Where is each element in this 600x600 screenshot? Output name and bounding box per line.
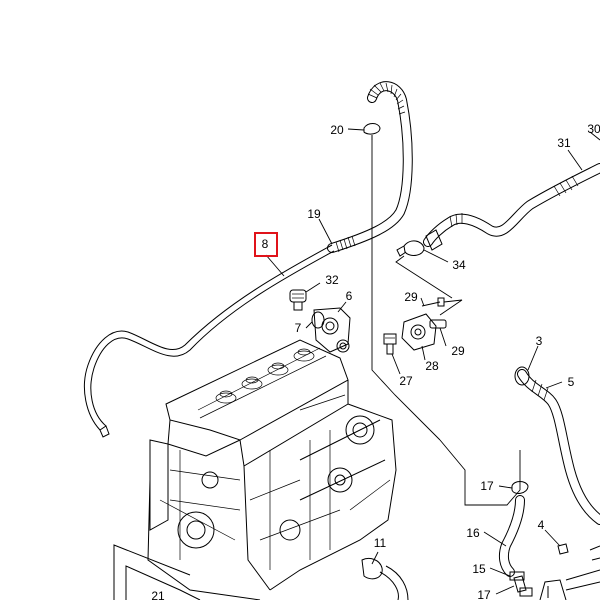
hose-31[interactable] <box>423 163 600 251</box>
callout-19[interactable]: 19 <box>307 207 321 221</box>
callout-11[interactable]: 11 <box>374 536 387 550</box>
lower-right-pipe <box>539 545 600 600</box>
bolt-29-upper[interactable] <box>421 297 445 307</box>
clamp-20[interactable] <box>363 123 381 141</box>
sensor-27[interactable] <box>383 333 397 355</box>
callout-21[interactable]: 21 <box>151 589 165 600</box>
callout-4[interactable]: 4 <box>538 518 545 532</box>
callout-20[interactable]: 20 <box>330 123 344 137</box>
callout-17-lower[interactable]: 17 <box>477 588 491 600</box>
callout-6[interactable]: 6 <box>346 289 353 303</box>
callout-3[interactable]: 3 <box>536 334 543 348</box>
leader-lines <box>265 128 600 595</box>
callout-15[interactable]: 15 <box>472 562 486 576</box>
bracket-28[interactable] <box>401 313 447 351</box>
hose-16[interactable] <box>498 495 525 577</box>
callout-28[interactable]: 28 <box>425 359 439 373</box>
callout-17-upper[interactable]: 17 <box>480 479 494 493</box>
thermostat-housing-6[interactable] <box>313 307 351 353</box>
callout-27[interactable]: 27 <box>399 374 413 388</box>
clamp-17-lower[interactable] <box>513 575 533 597</box>
callout-34[interactable]: 34 <box>452 258 466 272</box>
callout-29-upper[interactable]: 29 <box>404 290 418 304</box>
callout-7[interactable]: 7 <box>295 321 302 335</box>
callout-16[interactable]: 16 <box>466 526 480 540</box>
clamp-17-upper[interactable] <box>511 481 529 494</box>
callout-29-lower[interactable]: 29 <box>451 344 465 358</box>
hose-19[interactable] <box>327 81 413 253</box>
hose-5[interactable] <box>517 369 600 525</box>
callouts: 8 19 20 30 31 34 32 6 7 29 29 28 27 3 5 … <box>151 122 600 600</box>
part-4[interactable] <box>557 543 569 555</box>
callout-31[interactable]: 31 <box>557 136 571 150</box>
callout-8-highlight <box>254 232 278 257</box>
engine-block <box>147 339 409 600</box>
bolt-32[interactable] <box>289 289 307 311</box>
clamp-3[interactable] <box>514 366 530 386</box>
callout-32[interactable]: 32 <box>325 273 339 287</box>
callout-5[interactable]: 5 <box>568 375 575 389</box>
hose-8[interactable] <box>83 244 335 438</box>
clamp-34[interactable] <box>396 240 425 257</box>
callout-30[interactable]: 30 <box>587 122 600 136</box>
frame-21 <box>113 544 201 600</box>
gasket-7[interactable] <box>311 311 325 329</box>
callout-8[interactable]: 8 <box>262 237 269 251</box>
